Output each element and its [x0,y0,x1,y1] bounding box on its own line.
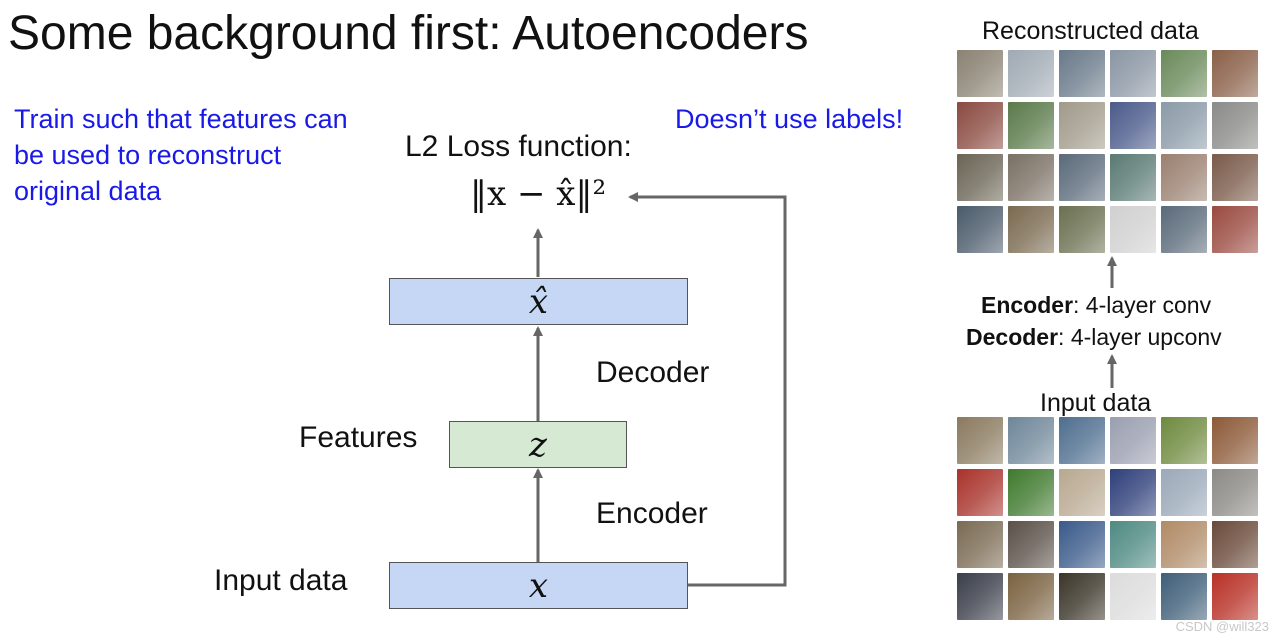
input-image-thumbnail [1161,469,1207,516]
reconstructed-image-thumbnail [1008,154,1054,201]
reconstructed-image-thumbnail [1212,102,1258,149]
input-image-thumbnail [1008,417,1054,464]
decoder-label: Decoder [596,356,710,389]
reconstructed-image-thumbnail [1110,102,1156,149]
encoder-desc: : 4-layer conv [1073,292,1212,318]
reconstructed-image-thumbnail [1110,50,1156,97]
input-image-thumbnail [1212,521,1258,568]
reconstructed-image-thumbnail [1212,206,1258,253]
arrow-x-to-loss [628,192,787,587]
encoder-label: Encoder [596,497,708,530]
z-box: z [449,421,627,468]
input-image-thumbnail [1161,417,1207,464]
panel-arrows [1107,256,1117,388]
reconstructed-image-thumbnail [1161,102,1207,149]
input-image-thumbnail [1059,417,1105,464]
decoder-name: Decoder [966,324,1059,350]
input-image-thumbnail [1110,573,1156,620]
input-image-thumbnail [1161,521,1207,568]
reconstructed-image-thumbnail [1008,206,1054,253]
encoder-architecture: Encoder: 4-layer conv [981,292,1211,319]
reconstructed-image-thumbnail [957,50,1003,97]
input-image-thumbnail [957,469,1003,516]
slide-title: Some background first: Autoencoders [8,7,809,60]
arrows-layer [533,192,787,587]
reconstructed-image-thumbnail [1008,50,1054,97]
reconstructed-image-thumbnail [1161,50,1207,97]
input-image-thumbnail [957,521,1003,568]
decoder-desc: : 4-layer upconv [1058,324,1222,350]
reconstructed-data-label: Reconstructed data [982,17,1199,45]
watermark-credit: CSDN @will323 [1175,619,1269,634]
input-image-thumbnail [1110,469,1156,516]
xhat-box: x̂ [389,278,688,325]
reconstructed-image-thumbnail [1059,102,1105,149]
reconstructed-image-thumbnail [1110,206,1156,253]
input-data-label: Input data [214,564,348,597]
input-image-thumbnail [1212,469,1258,516]
input-image-thumbnail [957,573,1003,620]
reconstructed-image-thumbnail [957,154,1003,201]
input-image-thumbnail [1212,573,1258,620]
loss-function-label: L2 Loss function: [405,130,632,163]
input-image-thumbnail [957,417,1003,464]
training-note: Train such that features can be used to … [14,104,348,206]
xhat-symbol: x̂ [528,281,549,322]
encoder-name: Encoder [981,292,1074,318]
input-image-thumbnail [1059,521,1105,568]
reconstructed-image-thumbnail [1059,206,1105,253]
input-image-thumbnail [1059,469,1105,516]
input-image-grid [957,417,1258,620]
decoder-architecture: Decoder: 4-layer upconv [966,324,1222,351]
reconstructed-image-thumbnail [1110,154,1156,201]
reconstructed-image-grid [957,50,1258,253]
reconstructed-image-thumbnail [957,102,1003,149]
features-label: Features [299,421,418,454]
reconstructed-image-thumbnail [1059,50,1105,97]
input-image-thumbnail [1110,521,1156,568]
reconstructed-image-thumbnail [1161,206,1207,253]
loss-expression: ‖x − x̂‖² [470,174,607,214]
input-image-thumbnail [1161,573,1207,620]
x-symbol: x [528,565,549,606]
x-box: x [389,562,688,609]
reconstructed-image-thumbnail [1212,50,1258,97]
input-image-thumbnail [1059,573,1105,620]
input-image-thumbnail [1212,417,1258,464]
reconstructed-image-thumbnail [1212,154,1258,201]
reconstructed-image-thumbnail [957,206,1003,253]
input-data-panel-label: Input data [1040,389,1152,417]
z-symbol: z [529,424,547,465]
reconstructed-image-thumbnail [1161,154,1207,201]
reconstructed-image-thumbnail [1059,154,1105,201]
reconstructed-image-thumbnail [1008,102,1054,149]
input-image-thumbnail [1008,573,1054,620]
input-image-thumbnail [1008,469,1054,516]
labels-note: Doesn’t use labels! [675,104,904,134]
input-image-thumbnail [1008,521,1054,568]
input-image-thumbnail [1110,417,1156,464]
